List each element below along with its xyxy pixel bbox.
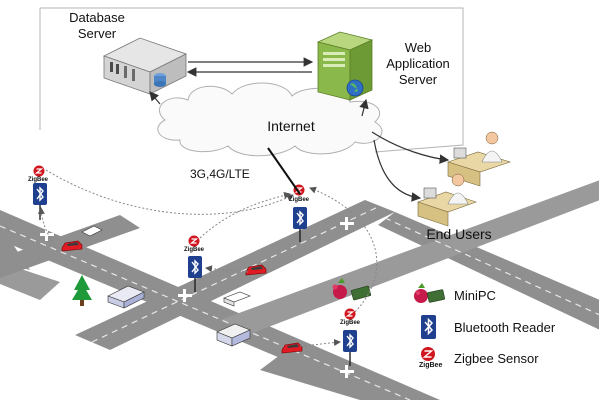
minipc-icon	[412, 282, 446, 308]
legend-row-bluetooth: Bluetooth Reader	[412, 314, 592, 340]
cellular-link	[267, 147, 301, 195]
sensor-pole-4	[342, 307, 358, 366]
bluetooth-icon	[412, 314, 446, 340]
building-1	[107, 285, 145, 309]
legend-row-zigbee: ZigBee Zigbee Sensor	[412, 345, 592, 371]
network-label: 3G,4G/LTE	[190, 167, 250, 181]
internet-label: Internet	[267, 118, 315, 134]
zigbee-links	[37, 169, 378, 347]
internet-cloud	[157, 82, 383, 157]
building-2	[216, 323, 251, 347]
web-server-icon	[316, 31, 374, 101]
zigbee-badge-4: ZigBee	[340, 320, 361, 326]
legend-label: MiniPC	[454, 287, 496, 303]
web-server-label: Web Application Server	[386, 40, 450, 87]
minipc-device	[332, 278, 372, 301]
end-user-2-icon	[417, 173, 477, 227]
legend-label: Bluetooth Reader	[454, 319, 556, 335]
legend-label: Zigbee Sensor	[454, 350, 539, 366]
database-server-label: Database Server	[69, 10, 125, 41]
server-frame	[40, 7, 464, 153]
road-network	[0, 180, 599, 401]
intersection-markings	[40, 217, 354, 378]
to-user-2-arrow	[373, 139, 422, 202]
building-4	[81, 225, 103, 237]
zigbee-legend-badge: ZigBee	[419, 362, 443, 369]
cloud-to-db-arrow	[149, 91, 161, 105]
sensor-pole-1	[32, 164, 48, 220]
zigbee-badge-2: ZigBee	[184, 247, 205, 253]
legend-row-minipc: MiniPC	[412, 282, 592, 308]
tree-icon	[72, 275, 92, 306]
zigbee-badge-3: ZigBee	[289, 197, 310, 203]
end-users-label: End Users	[426, 226, 492, 242]
sensor-pole-3	[292, 183, 308, 242]
to-user-1-arrow	[371, 131, 450, 164]
zigbee-badge-1: ZigBee	[28, 177, 49, 183]
zigbee-icon: ZigBee	[412, 345, 446, 371]
database-server-icon	[102, 37, 188, 95]
sensor-pole-2	[187, 234, 203, 292]
cloud-to-web-arrow	[359, 98, 369, 117]
end-user-1-icon	[447, 131, 511, 187]
building-3	[223, 291, 251, 307]
